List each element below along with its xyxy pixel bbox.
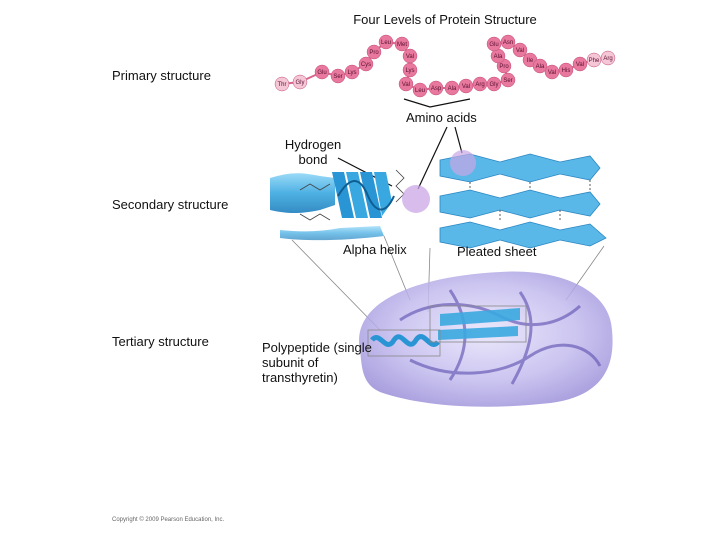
amino-acid-bead [330,68,346,84]
amino-acid-label: Lys [405,68,414,74]
primary-structure-label: Primary structure [112,68,211,83]
amino-acid-label: Met [397,42,407,48]
amino-acid-bead [344,64,360,80]
amino-acid-label: Leu [381,40,391,46]
amino-acid-label: Ala [536,64,545,70]
amino-acid-label: Asp [431,86,442,92]
amino-acid-bead [314,64,330,80]
amino-acid-label: Pro [499,64,509,70]
amino-acid-label: Val [462,84,470,90]
amino-acid-bead [378,34,394,50]
amino-acid-label: Gly [296,80,305,86]
amino-acid-label: Ser [503,78,512,84]
amino-acid-label: Leu [415,88,425,94]
amino-acid-bead [394,36,410,52]
tertiary-structure-model [359,271,613,407]
amino-acid-bead [274,76,290,92]
amino-acid-bead [500,72,516,88]
secondary-structure-label: Secondary structure [112,197,229,212]
amino-acid-bead [366,44,382,60]
amino-acid-label: Phe [589,58,600,64]
amino-acid-label: Pro [369,50,379,56]
amino-acid-bead [292,74,308,90]
amino-acid-bead [572,56,588,72]
hydrogen-bond-label: Hydrogen bond [284,137,342,167]
amino-acid-label: Gly [490,82,499,88]
pleated-sheet-highlight [450,150,476,176]
amino-acid-label: Ile [527,58,534,64]
amino-acid-bead [558,62,574,78]
amino-acid-bead [398,76,414,92]
amino-acid-label: Cys [361,62,371,68]
hydrogen-bond-highlight [402,185,430,213]
amino-acid-bead [486,36,502,52]
amino-acid-label: Val [402,82,410,88]
amino-acids-label: Amino acids [406,110,477,125]
amino-acid-label: Glu [317,70,326,76]
amino-acid-bead [500,34,516,50]
amino-acid-bead [544,64,560,80]
copyright-notice: Copyright © 2009 Pearson Education, Inc. [112,517,225,523]
amino-acid-label: Val [516,48,524,54]
amino-acid-label: Ala [448,86,457,92]
amino-acid-label: Lys [347,70,356,76]
amino-acid-bead [428,80,444,96]
amino-acid-label: His [562,68,571,74]
amino-acid-bead [600,50,616,66]
amino-acid-bead [458,78,474,94]
diagram-title: Four Levels of Protein Structure [353,12,537,27]
amino-acid-bead [412,82,428,98]
amino-acid-bead [532,58,548,74]
amino-acid-label: Val [406,54,414,60]
amino-acid-label: Arg [603,56,612,62]
amino-acid-bead [486,76,502,92]
amino-acid-bead [358,56,374,72]
amino-acid-label: Arg [475,82,484,88]
amino-acid-bead [512,42,528,58]
amino-acid-label: Val [548,70,556,76]
alpha-helix-ribbon [270,172,395,241]
polypeptide-label: Polypeptide (single subunit of transthyr… [262,340,372,385]
amino-acid-label: Ser [333,74,342,80]
amino-acid-bead [586,52,602,68]
amino-acid-label: Thr [278,82,287,88]
amino-acid-bead [402,62,418,78]
amino-acid-label: Val [576,62,584,68]
amino-acid-pointer-lines [403,98,471,190]
pleated-sheet-label: Pleated sheet [457,244,537,259]
helix-atoms [299,169,405,221]
alpha-helix-label: Alpha helix [343,242,407,257]
amino-acid-label: Glu [489,42,498,48]
amino-acid-label: Asn [503,40,513,46]
pleated-sheet [439,153,607,249]
tertiary-structure-label: Tertiary structure [112,334,209,349]
amino-acid-chain-backbone [281,40,609,92]
amino-acid-bead [444,80,460,96]
amino-acid-label: Ala [494,54,503,60]
